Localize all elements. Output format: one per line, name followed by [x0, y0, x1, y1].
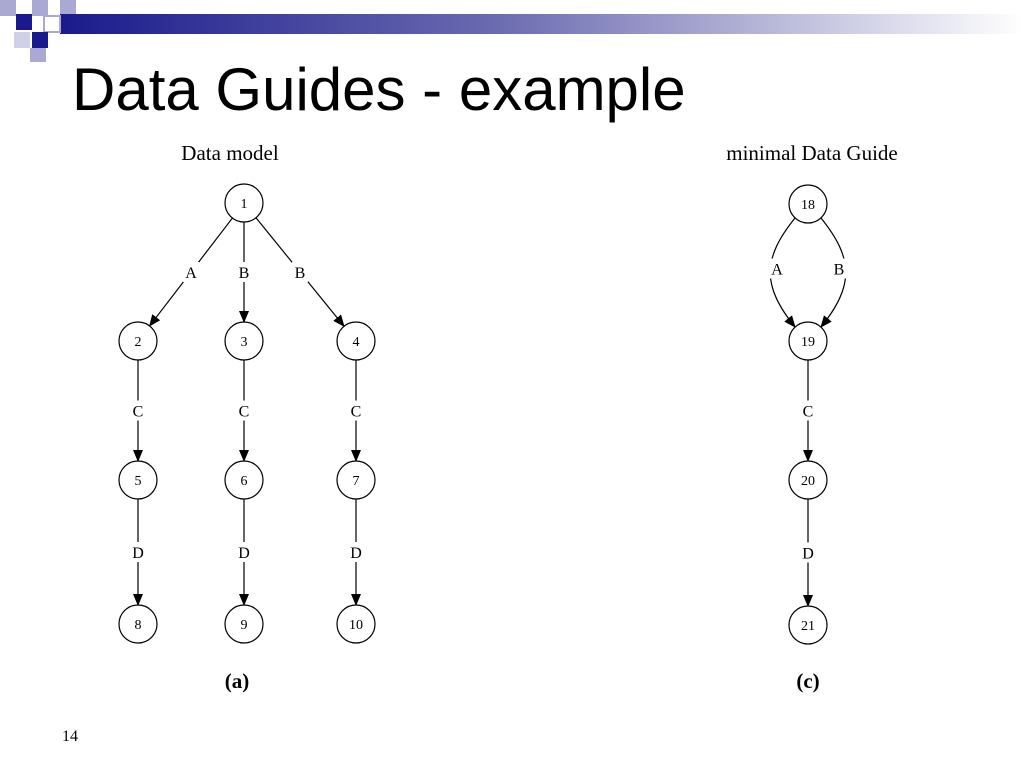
edge-label: C: [239, 404, 250, 421]
graph-node: [118, 604, 158, 644]
graph-node-label: 10: [349, 618, 363, 633]
graph-node-label: 7: [353, 474, 360, 489]
graph-node: [224, 460, 264, 500]
edge-label: A: [185, 265, 197, 282]
graph-node-label: 5: [135, 474, 142, 489]
edge-label: B: [295, 265, 306, 282]
graph-node: [336, 460, 376, 500]
edge-label: C: [803, 404, 814, 421]
edge-label-backdrop: [236, 262, 252, 282]
edge-label-backdrop: [800, 400, 816, 421]
edge-label: B: [834, 262, 845, 279]
graph-node: [224, 321, 264, 361]
edge-label: D: [132, 545, 144, 562]
banner-square: [0, 0, 16, 16]
edge-label: D: [802, 546, 814, 563]
edge-label-backdrop: [800, 542, 816, 563]
data-model-caption: (a): [225, 669, 250, 693]
data-guide-heading: minimal Data Guide: [726, 141, 897, 165]
banner-square: [32, 32, 48, 48]
edge-label-backdrop: [130, 542, 146, 562]
graph-node-label: 18: [801, 198, 815, 213]
edge-label-backdrop: [769, 258, 785, 279]
edge-label: C: [133, 404, 144, 421]
edge-label: D: [238, 545, 250, 562]
data-guide-caption: (c): [796, 669, 819, 693]
graph-node: [118, 321, 158, 361]
edge-label-backdrop: [183, 262, 199, 282]
graph-node: [118, 460, 158, 500]
graph-node-label: 2: [135, 335, 142, 350]
edge-label: A: [771, 262, 783, 279]
slide-title: Data Guides - example: [72, 56, 686, 123]
data-model-heading: Data model: [181, 141, 279, 165]
edge-label-backdrop: [348, 542, 364, 562]
banner-square: [60, 0, 76, 14]
graph-node-label: 21: [801, 619, 815, 634]
edges-layer: A B B C C C D D D A B C D: [130, 217, 847, 607]
slide-number: 14: [62, 728, 78, 745]
edge-label-backdrop: [831, 258, 847, 279]
banner-square: [30, 48, 46, 62]
edge-label: C: [351, 404, 362, 421]
graph-node: [788, 460, 828, 500]
graph-node-label: 8: [135, 618, 142, 633]
banner-square: [43, 15, 61, 33]
graph-node: [224, 183, 264, 223]
edge-label-backdrop: [236, 542, 252, 562]
graph-node: [336, 321, 376, 361]
graph-node-label: 19: [801, 335, 815, 350]
banner-gradient-bar: [60, 14, 1024, 34]
graph-node: [224, 604, 264, 644]
graph-node-label: 4: [353, 335, 360, 350]
banner-square: [14, 32, 30, 48]
edge-label-backdrop: [236, 400, 252, 421]
nodes-layer: 1 2 3 4 5 6 7 8 9 10 18 19 20 21: [118, 183, 828, 645]
edge-label-backdrop: [130, 400, 146, 421]
edge-label: D: [350, 545, 362, 562]
graph-node-label: 20: [801, 474, 815, 489]
banner-square: [16, 14, 32, 30]
graph-node-label: 3: [241, 335, 248, 350]
graph-node-label: 1: [241, 197, 248, 212]
graph-node-label: 6: [241, 474, 248, 489]
edge-label-backdrop: [292, 262, 308, 282]
graph-node: [788, 184, 828, 224]
graph-node: [336, 604, 376, 644]
edge-label-backdrop: [348, 400, 364, 421]
graph-node: [788, 605, 828, 645]
banner-square: [32, 0, 48, 16]
edge-label: B: [239, 265, 250, 282]
graph-node: [788, 321, 828, 361]
graph-node-label: 9: [241, 618, 248, 633]
title-banner-decoration: [0, 0, 1024, 62]
